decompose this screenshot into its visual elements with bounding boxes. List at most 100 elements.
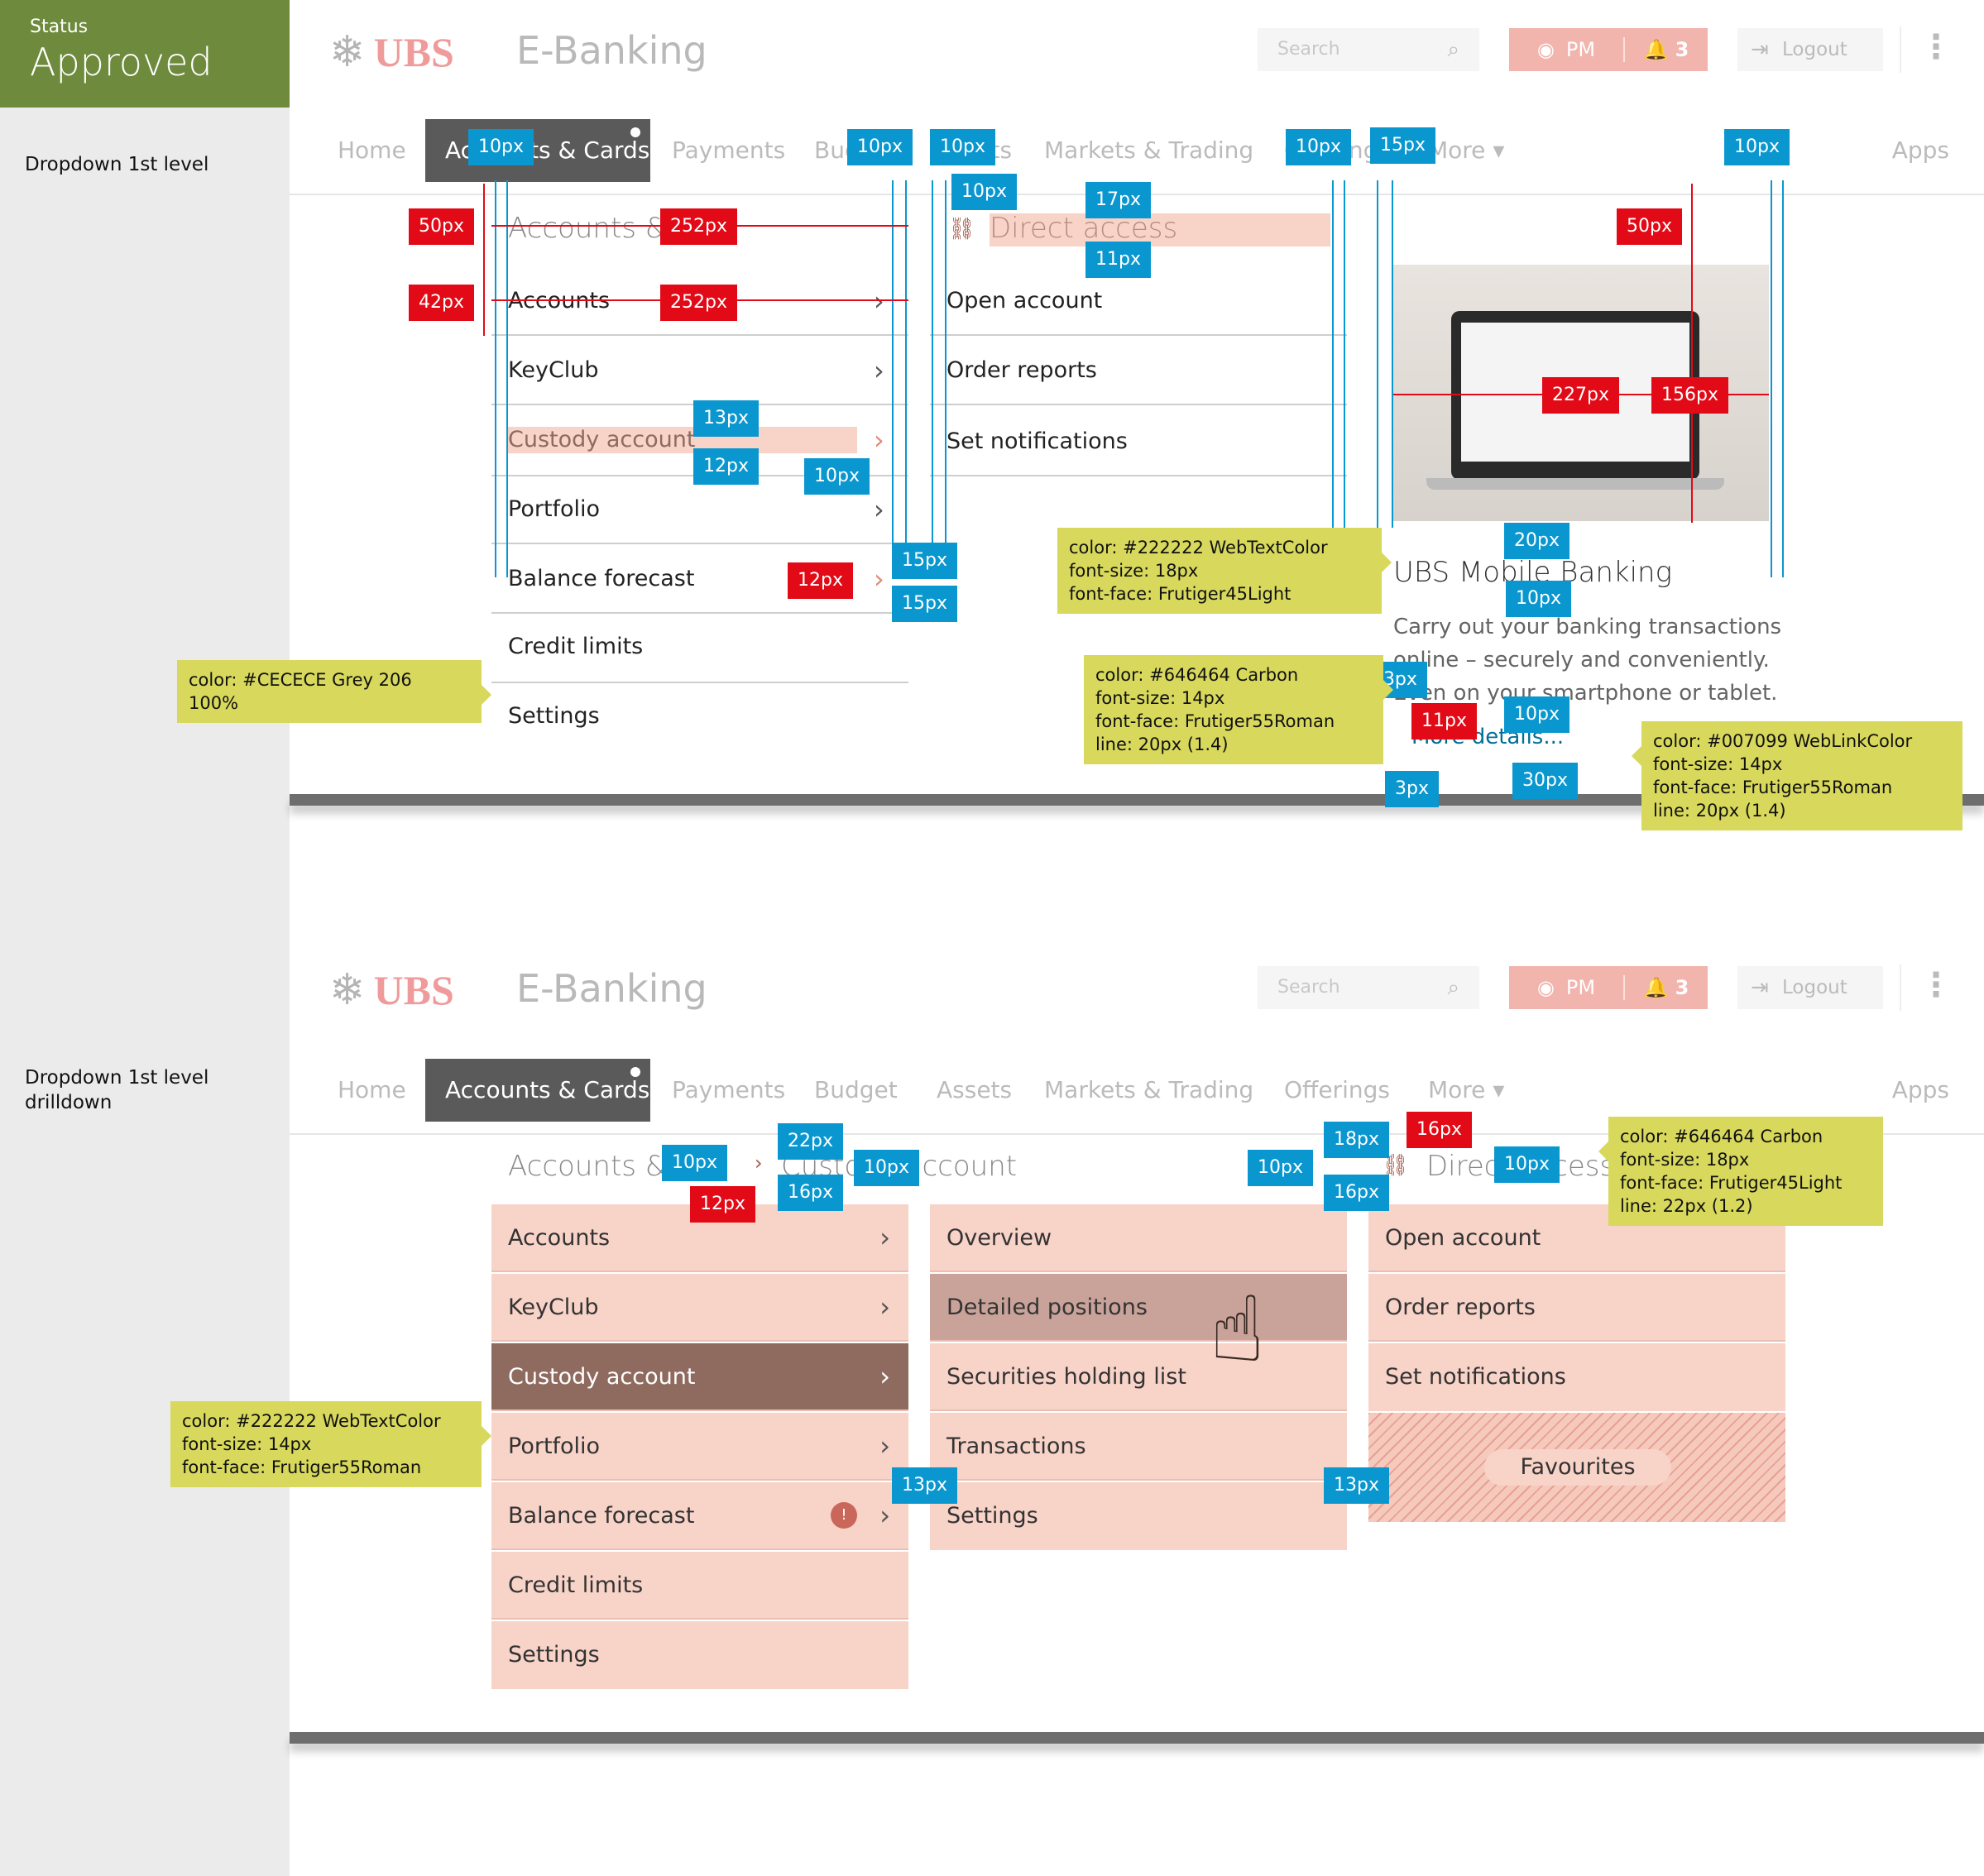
direct-open-account[interactable]: Open account (946, 288, 1103, 313)
spec-tag: 10px (847, 129, 913, 165)
divider (930, 475, 1347, 476)
nav-markets[interactable]: Markets & Trading (1044, 1076, 1254, 1103)
nav-more[interactable]: More ▾ (1428, 1076, 1505, 1103)
nav-apps[interactable]: Apps (1891, 1076, 1949, 1103)
logout-button[interactable]: ⇥Logout (1737, 28, 1883, 71)
sub-detailed-positions[interactable]: Detailed positions (930, 1274, 1347, 1342)
favourites-button[interactable]: Favourites (1484, 1449, 1671, 1486)
logout-icon: ⇥ (1751, 975, 1769, 1000)
app-title: E-Banking (516, 966, 707, 1011)
divider (930, 334, 1347, 336)
direct-set-notifications[interactable]: Set notifications (1368, 1343, 1785, 1411)
dropdown-heading[interactable]: Accounts & (508, 1150, 668, 1183)
logout-icon: ⇥ (1751, 37, 1769, 62)
sub-securities-list[interactable]: Securities holding list (930, 1343, 1347, 1411)
menu-settings[interactable]: Settings (508, 703, 600, 729)
divider (491, 543, 908, 544)
sub-settings[interactable]: Settings (930, 1482, 1347, 1550)
spec-tag: 12px (788, 562, 853, 599)
chevron-down-icon: ▾ (1493, 136, 1505, 164)
highlight-box (506, 427, 857, 453)
annotation-webtext: color: #222222 WebTextColor font-size: 1… (170, 1401, 491, 1487)
annotation-grey: color: #CECECE Grey 206 100% (177, 660, 491, 723)
nav-offerings[interactable]: Offerings (1284, 1076, 1390, 1103)
spec-tag: 18px (1324, 1122, 1389, 1158)
chevron-right-icon: › (874, 355, 884, 386)
nav-home[interactable]: Home (338, 1076, 406, 1103)
spec-tag: 22px (778, 1123, 843, 1160)
indicator-dot (630, 127, 640, 137)
direct-set-notifications[interactable]: Set notifications (946, 428, 1128, 454)
user-box[interactable]: ◉PM🔔3 (1509, 966, 1708, 1009)
search-input[interactable]: Search⌕ (1258, 966, 1479, 1009)
section-label-second: Dropdown 1st level drilldown (25, 1067, 209, 1113)
keys-icon: ❄ (329, 965, 366, 1015)
menu-portfolio[interactable]: Portfolio (508, 496, 601, 522)
divider (491, 334, 908, 336)
menu-settings[interactable]: Settings (491, 1621, 908, 1689)
user-box[interactable]: ◉PM🔔3 (1509, 28, 1708, 71)
nav-apps[interactable]: Apps (1891, 136, 1949, 164)
nav-markets[interactable]: Markets & Trading (1044, 136, 1254, 164)
nav-payments[interactable]: Payments (672, 136, 786, 164)
spec-tag: 10px (1248, 1150, 1313, 1186)
chevron-right-icon: › (755, 1151, 763, 1175)
annotation-webtext: color: #222222 WebTextColor font-size: 1… (1057, 528, 1392, 614)
spec-tag: 10px (468, 129, 534, 165)
chevron-right-icon: › (879, 1222, 890, 1253)
spec-tag: 10px (1504, 696, 1569, 733)
status-badge: Status Approved (0, 0, 290, 108)
spec-tag: 15px (1370, 127, 1435, 164)
user-icon: ◉ (1536, 38, 1555, 61)
menu-balance[interactable]: Balance forecast (508, 566, 695, 591)
logout-button[interactable]: ⇥Logout (1737, 966, 1883, 1009)
search-input[interactable]: Search⌕ (1258, 28, 1479, 71)
spec-tag: 11px (1085, 242, 1151, 278)
kebab-menu-icon[interactable]: ⋮ (1919, 966, 1953, 1004)
search-icon[interactable]: ⌕ (1447, 975, 1459, 1000)
bell-icon: 🔔 (1643, 976, 1669, 999)
section-label-first: Dropdown 1st level (25, 154, 209, 175)
spec-tag: 16px (1324, 1175, 1389, 1211)
menu-custody[interactable]: Custody account› (491, 1343, 908, 1411)
spec-tag: 17px (1085, 182, 1151, 218)
divider (491, 612, 908, 614)
chevron-right-icon: › (874, 494, 884, 525)
nav-budget[interactable]: Budget (814, 1076, 898, 1103)
spec-tag: 16px (1407, 1112, 1472, 1148)
menu-balance[interactable]: Balance forecast!› (491, 1482, 908, 1550)
nav-accounts-cards[interactable]: Accounts & Cards (425, 119, 650, 182)
nav-home[interactable]: Home (338, 136, 406, 164)
search-icon[interactable]: ⌕ (1447, 37, 1459, 62)
menu-credit[interactable]: Credit limits (491, 1552, 908, 1620)
main-nav: Home Accounts & Cards Payments Budget As… (290, 1059, 1984, 1135)
nav-payments[interactable]: Payments (672, 1076, 786, 1103)
spec-tag: 50px (409, 208, 474, 245)
spec-tag: 156px (1651, 377, 1728, 414)
app-title: E-Banking (516, 28, 707, 73)
spec-tag: 10px (951, 174, 1017, 210)
spec-sidebar (0, 0, 290, 1876)
dropdown-heading: Accounts & (508, 212, 668, 245)
sub-transactions[interactable]: Transactions (930, 1413, 1347, 1481)
ubs-logo[interactable]: ❄UBS (329, 965, 454, 1015)
indicator-dot (630, 1067, 640, 1077)
kebab-menu-icon[interactable]: ⋮ (1919, 28, 1953, 66)
sub-overview[interactable]: Overview (930, 1204, 1347, 1272)
nav-more[interactable]: More ▾ (1428, 136, 1505, 164)
nav-accounts-cards[interactable]: Accounts & Cards (425, 1059, 650, 1122)
highlight-box (990, 213, 1330, 246)
menu-credit[interactable]: Credit limits (508, 634, 644, 659)
spec-tag: 13px (1324, 1467, 1389, 1504)
direct-order-reports[interactable]: Order reports (946, 357, 1097, 383)
ubs-logo[interactable]: ❄UBS (329, 27, 454, 77)
spec-tag: 10px (804, 458, 870, 495)
nav-assets[interactable]: Assets (937, 1076, 1013, 1103)
menu-keyclub[interactable]: KeyClub› (491, 1274, 908, 1342)
menu-portfolio[interactable]: Portfolio› (491, 1413, 908, 1481)
menu-keyclub[interactable]: KeyClub (508, 357, 599, 383)
spec-tag: 10px (930, 129, 995, 165)
menu-custody[interactable]: Custody account (508, 427, 696, 452)
direct-order-reports[interactable]: Order reports (1368, 1274, 1785, 1342)
spec-tag: 10px (1724, 129, 1790, 165)
